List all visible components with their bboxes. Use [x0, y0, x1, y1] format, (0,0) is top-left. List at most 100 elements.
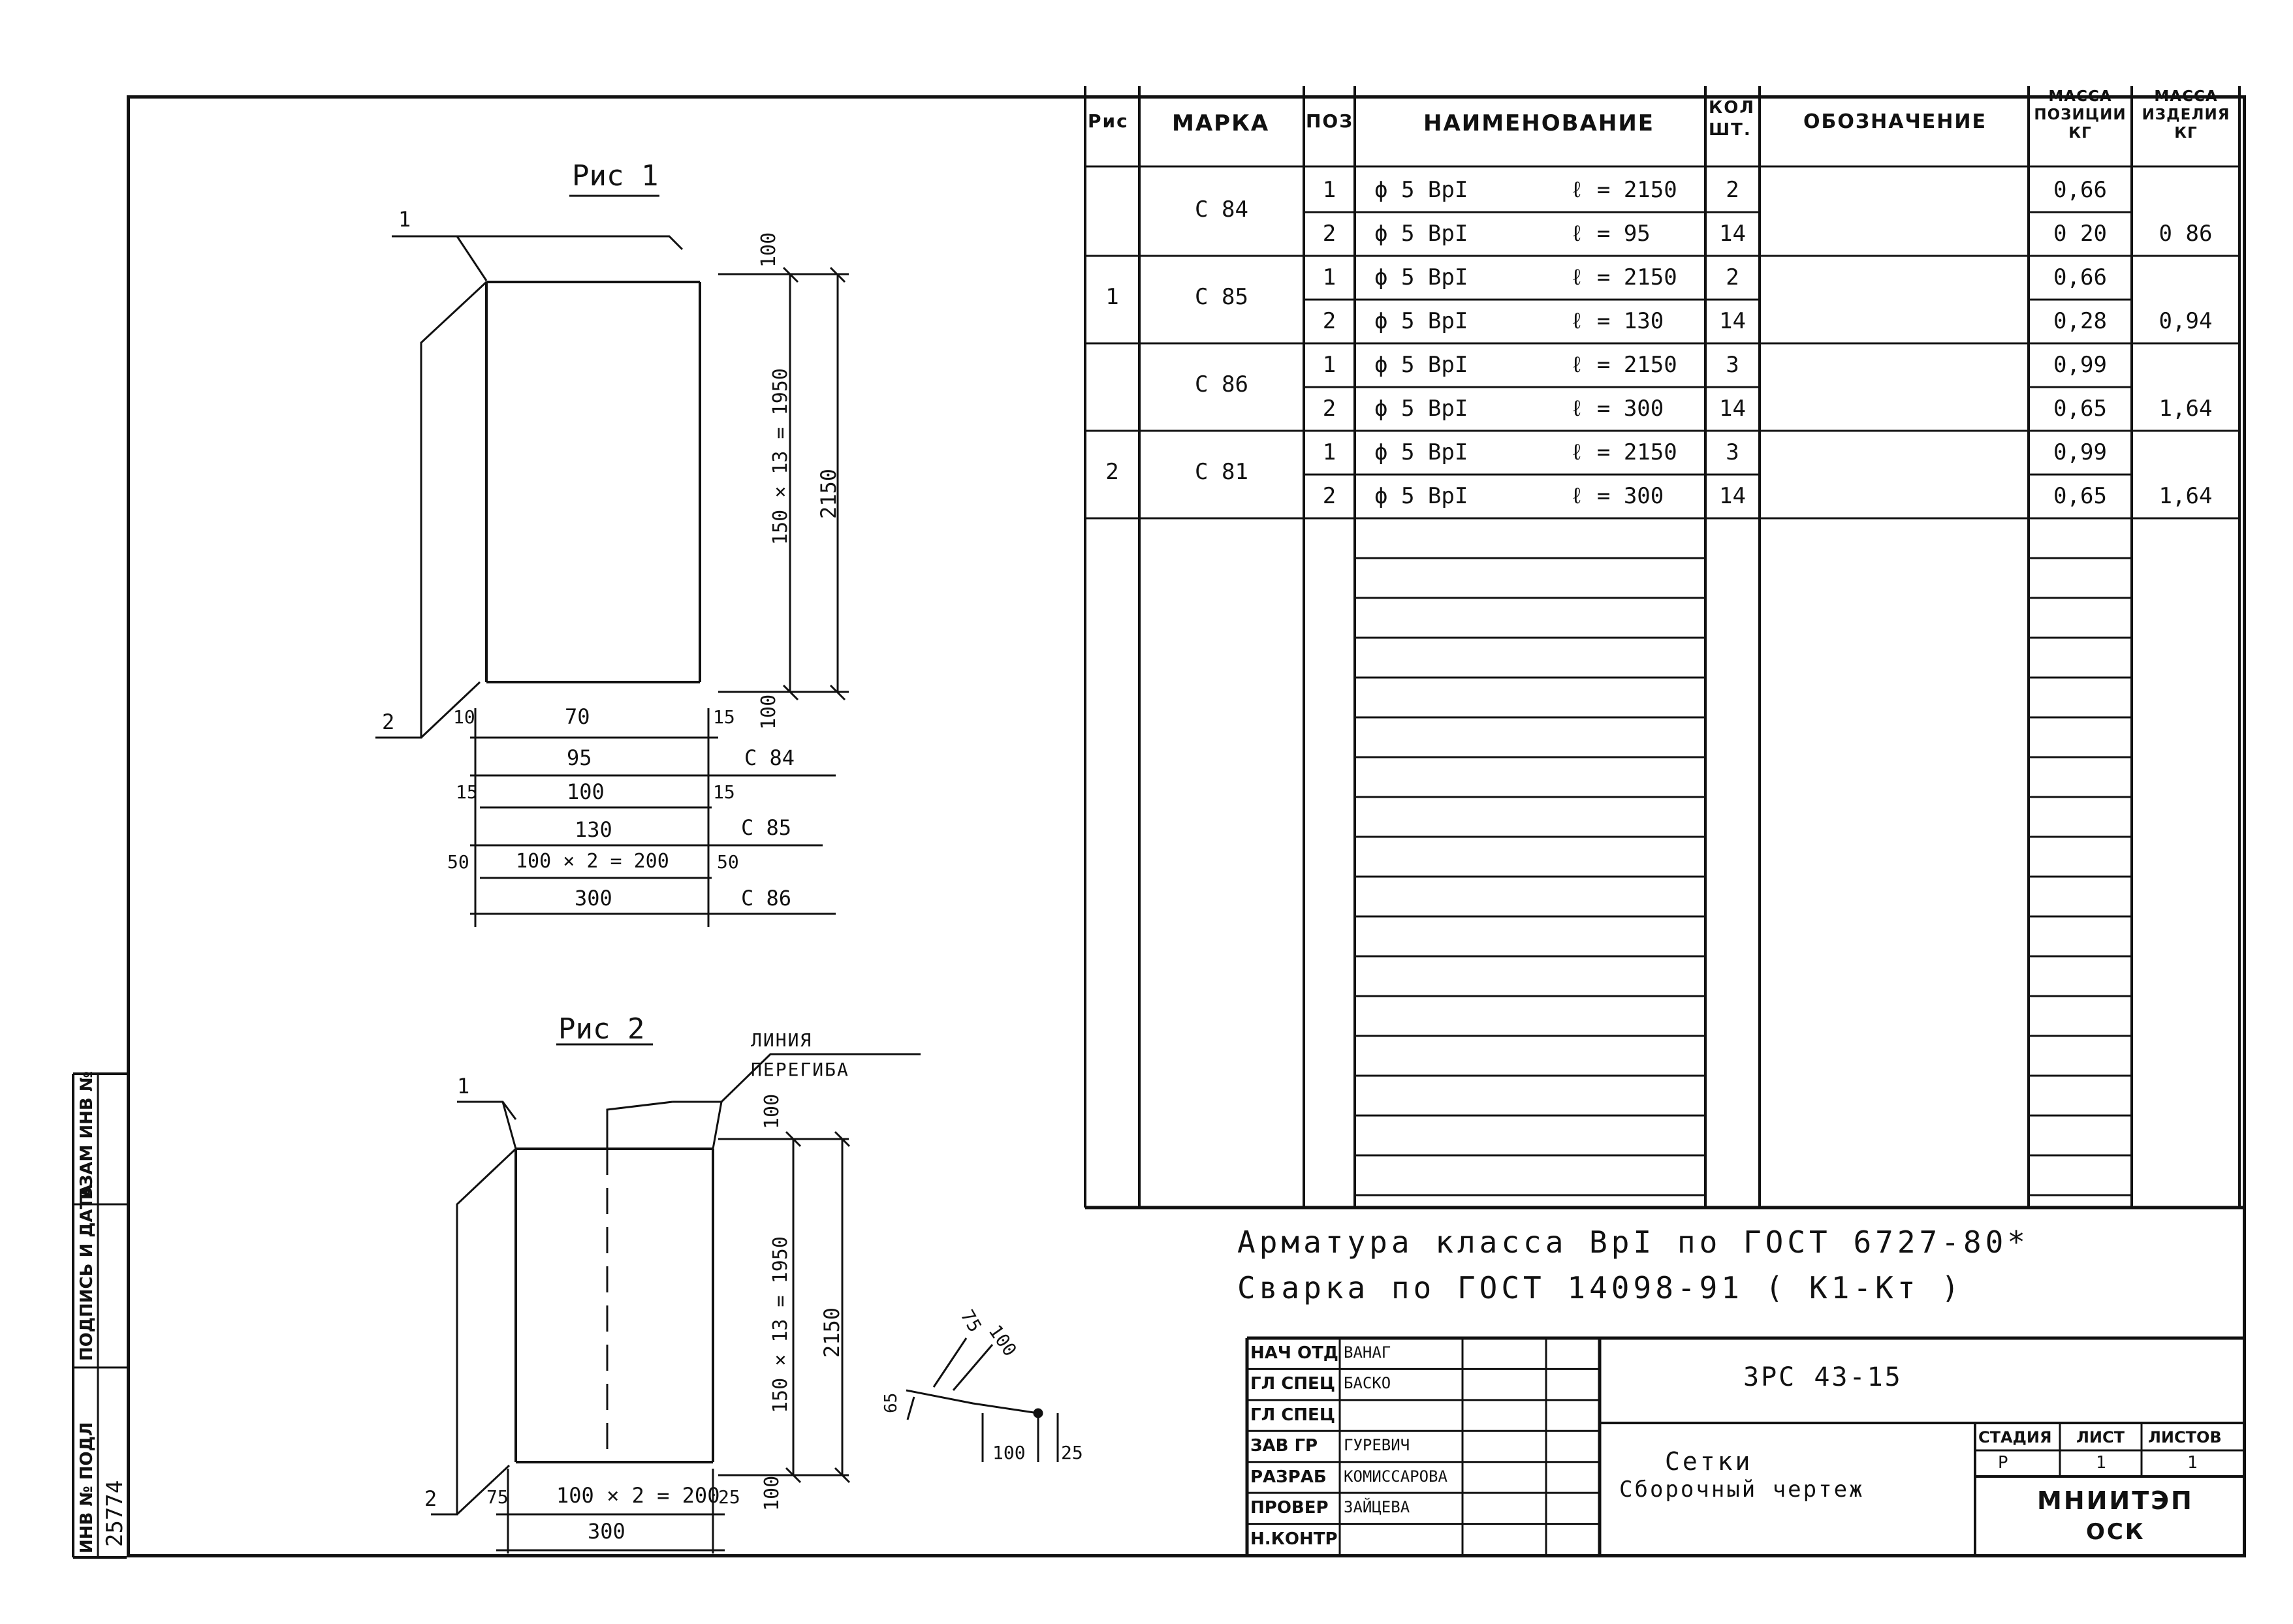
fig2-pos2-label: 2	[424, 1486, 437, 1511]
row-position: 1	[1322, 439, 1336, 465]
row-bar-length: ℓ = 95	[1570, 221, 1651, 247]
title-block-role: ЗАВ ГР	[1250, 1436, 1318, 1456]
row-mass-position: 0,99	[2053, 439, 2107, 465]
row-quantity: 2	[1726, 177, 1739, 203]
row-mass-position: 0,66	[2053, 264, 2107, 290]
fig1-dim-50b: 50	[717, 851, 739, 873]
fig1-dim-w-left: 10	[453, 706, 475, 728]
col-header-mark: МАРКА	[1172, 110, 1270, 136]
fig1-dim-top: 100	[757, 232, 780, 268]
row-bar-name: ϕ 5 ВрI	[1374, 177, 1468, 203]
fig2-dim-w-right: 25	[718, 1486, 740, 1508]
sheet-label: ЛИСТ	[2076, 1428, 2125, 1446]
row-mark: С 84	[1195, 196, 1248, 223]
fig1-dim-15a: 15	[456, 781, 478, 803]
row-bar-name: ϕ 5 ВрI	[1374, 439, 1468, 465]
side-stamp-sign-date: ПОДПИСЬ И ДАТА	[77, 1184, 97, 1361]
note-line-2: Сварка по ГОСТ 14098-91 ( К1-Кт )	[1237, 1270, 1963, 1305]
detail-dim-65: 65	[881, 1392, 901, 1413]
fig1-dim-15b: 15	[713, 781, 735, 803]
sheets-label: ЛИСТОВ	[2148, 1428, 2222, 1446]
row-quantity: 14	[1719, 483, 1746, 509]
col-header-pos: ПОЗ	[1306, 110, 1354, 132]
row-quantity: 14	[1719, 396, 1746, 422]
side-stamp-inv-value: 25774	[102, 1480, 128, 1547]
fig2-dim-bottom: 100	[761, 1475, 783, 1511]
row-mass-position: 0,99	[2053, 352, 2107, 378]
row-bar-name: ϕ 5 ВрI	[1374, 264, 1468, 290]
row-quantity: 14	[1719, 221, 1746, 247]
title-block-role: ГЛ СПЕЦ	[1250, 1374, 1335, 1394]
stage-label: СТАДИЯ	[1978, 1428, 2052, 1446]
row-mass-item: 1,64	[2159, 483, 2213, 509]
col-header-name: НАИМЕНОВАНИЕ	[1423, 110, 1655, 136]
doc-title-line-2: Сборочный чертеж	[1619, 1476, 1865, 1503]
row-bar-length: ℓ = 300	[1570, 396, 1664, 422]
title-block-role: Н.КОНТР	[1250, 1529, 1338, 1549]
row-mark: С 85	[1195, 284, 1248, 310]
doc-code: ЗРС 43-15	[1743, 1362, 1903, 1392]
row-bar-name: ϕ 5 ВрI	[1374, 483, 1468, 509]
side-stamp-inv-repl: ВЗАМ ИНВ №	[77, 1070, 97, 1200]
fig1-pos1-label: 1	[398, 207, 411, 232]
fig1-mark-c85: С 85	[741, 815, 792, 840]
doc-title-line-1: Сетки	[1665, 1447, 1753, 1476]
fig1-pos2-label: 2	[382, 710, 395, 734]
fig2-dim-w-left: 75	[486, 1486, 509, 1508]
fig1-dim-130: 130	[575, 817, 612, 842]
row-mass-item: 0,94	[2159, 308, 2213, 334]
row-mass-position: 0 20	[2053, 221, 2107, 247]
title-block-person: ЗАЙЦЕВА	[1344, 1498, 1410, 1517]
row-bar-length: ℓ = 130	[1570, 308, 1664, 334]
row-mass-position: 0,65	[2053, 396, 2107, 422]
fig1-mark-c86: С 86	[741, 886, 792, 911]
col-header-fig: Рис	[1088, 110, 1129, 132]
row-bar-name: ϕ 5 ВрI	[1374, 308, 1468, 334]
col-header-designation: ОБОЗНАЧЕНИЕ	[1803, 110, 1987, 133]
fig2-dim-300: 300	[588, 1519, 625, 1544]
row-position: 1	[1322, 264, 1336, 290]
row-position: 1	[1322, 177, 1336, 203]
fig1-title: Рис 1	[572, 159, 659, 193]
col-header-mass-pos: МАССА ПОЗИЦИИ КГ	[2034, 88, 2127, 142]
fig1-dim-bottom: 100	[757, 694, 780, 730]
org-name: МНИИТЭП	[2037, 1486, 2194, 1515]
row-quantity: 3	[1726, 439, 1739, 465]
row-bar-name: ϕ 5 ВрI	[1374, 396, 1468, 422]
row-position: 2	[1322, 308, 1336, 334]
row-mass-position: 0,65	[2053, 483, 2107, 509]
title-block-role: ПРОВЕР	[1250, 1498, 1329, 1518]
row-mark: С 81	[1195, 459, 1248, 485]
sheets-value: 1	[2187, 1453, 2198, 1473]
fig1-dim-w-mid: 70	[565, 704, 590, 729]
row-bar-length: ℓ = 2150	[1570, 264, 1677, 290]
row-bar-length: ℓ = 2150	[1570, 352, 1677, 378]
detail-dim-25: 25	[1061, 1442, 1083, 1463]
fig1-dim-300: 300	[575, 886, 612, 911]
side-stamp-inv-orig: ИНВ № ПОДЛ	[77, 1422, 97, 1554]
row-bar-length: ℓ = 300	[1570, 483, 1664, 509]
col-header-mass-item: МАССА ИЗДЕЛИЯ КГ	[2142, 88, 2230, 142]
fig2-pos1-label: 1	[457, 1074, 470, 1099]
row-quantity: 14	[1719, 308, 1746, 334]
row-bar-name: ϕ 5 ВрI	[1374, 221, 1468, 247]
fig1-dim-total: 2150	[816, 468, 841, 519]
row-position: 2	[1322, 483, 1336, 509]
title-block-role: НАЧ ОТД	[1250, 1343, 1338, 1363]
drawing-frame	[127, 95, 2246, 1557]
row-mass-position: 0,28	[2053, 308, 2107, 334]
row-quantity: 2	[1726, 264, 1739, 290]
fig1-dim-100: 100	[567, 779, 605, 804]
fig2-dim-span: 150 × 13 = 1950	[769, 1236, 792, 1413]
fig2-dim-w-mid: 100 × 2 = 200	[556, 1483, 720, 1508]
fig1-dim-95: 95	[567, 745, 592, 770]
row-position: 1	[1322, 352, 1336, 378]
fig1-dim-50a: 50	[447, 851, 469, 873]
row-quantity: 3	[1726, 352, 1739, 378]
row-position: 2	[1322, 396, 1336, 422]
title-block-person: БАСКО	[1344, 1374, 1391, 1393]
title-block-person: ВАНАГ	[1344, 1343, 1391, 1362]
row-bar-length: ℓ = 2150	[1570, 439, 1677, 465]
title-block-person: КОМИССАРОВА	[1344, 1467, 1447, 1486]
